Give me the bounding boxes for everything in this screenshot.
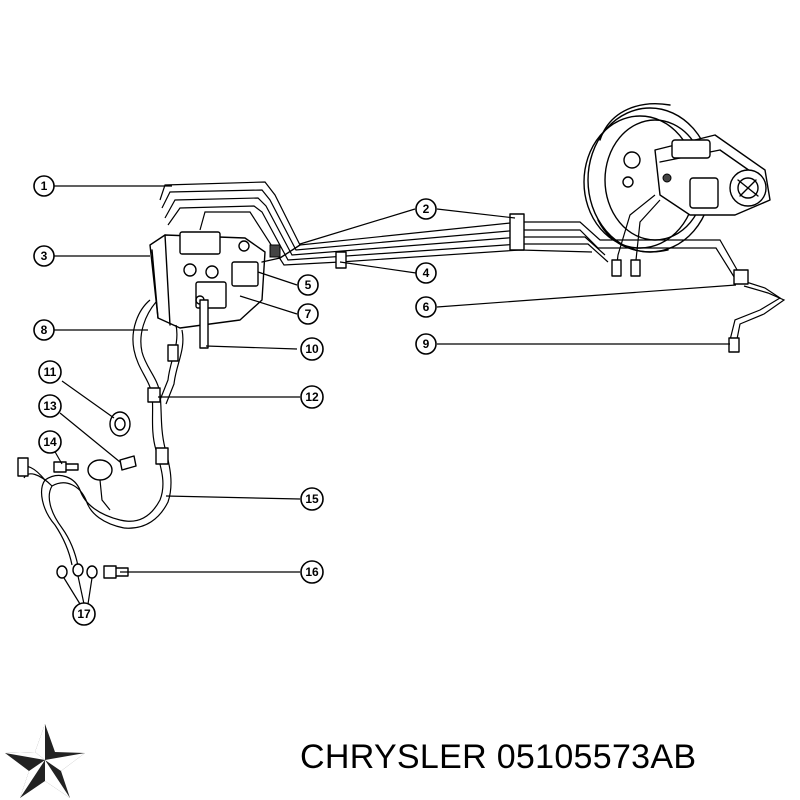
callout-number: 8	[41, 323, 48, 337]
callout-9: 9	[415, 333, 437, 355]
tube-clip	[509, 213, 525, 251]
callout-8: 8	[33, 319, 55, 341]
callout-number: 15	[305, 492, 319, 506]
part-number-label: CHRYSLER 05105573AB	[300, 738, 697, 776]
callout-12: 12	[300, 385, 324, 409]
grommet-11	[109, 411, 131, 437]
fitting	[611, 259, 622, 277]
callout-number: 5	[305, 278, 312, 292]
callout-number: 16	[305, 565, 319, 579]
master-cylinder	[654, 134, 771, 216]
tube-clip	[335, 251, 347, 269]
callout-6: 6	[415, 296, 437, 318]
callout-number: 4	[423, 266, 430, 280]
tube-fitting	[728, 337, 740, 353]
callout-number: 10	[305, 342, 319, 356]
nuts-17	[56, 563, 98, 579]
callout-13: 13	[38, 394, 62, 418]
callout-number: 6	[423, 300, 430, 314]
fitting	[630, 259, 641, 277]
callout-number: 17	[77, 607, 91, 621]
callout-7: 7	[297, 303, 319, 325]
harness-clip	[167, 344, 179, 362]
callout-4: 4	[415, 262, 437, 284]
callout-number: 13	[43, 399, 57, 413]
brake-tube-bundle	[159, 181, 786, 353]
bolt-14	[53, 461, 79, 473]
callout-number: 7	[305, 307, 312, 321]
bolt-16	[103, 565, 129, 579]
sensor-connector	[17, 457, 29, 477]
callout-number: 12	[305, 390, 319, 404]
callout-16: 16	[300, 560, 324, 584]
chrysler-pentastar-icon	[5, 724, 85, 798]
callout-14: 14	[38, 430, 62, 454]
callout-number: 3	[41, 249, 48, 263]
callout-1: 1	[33, 175, 55, 197]
callout-number: 11	[44, 365, 57, 379]
tube-clip	[733, 269, 749, 285]
callout-10: 10	[300, 337, 324, 361]
sensor-harness	[17, 299, 184, 567]
callout-17: 17	[72, 602, 96, 626]
harness-clip	[155, 447, 169, 465]
callout-number: 2	[423, 202, 430, 216]
callout-number: 1	[41, 179, 48, 193]
harness-clip	[147, 387, 161, 403]
callout-3: 3	[33, 245, 55, 267]
callout-number: 14	[43, 435, 57, 449]
clip-13	[119, 455, 137, 471]
callout-15: 15	[300, 487, 324, 511]
callout-11: 11	[38, 360, 62, 384]
callout-5: 5	[297, 274, 319, 296]
callout-2: 2	[415, 198, 437, 220]
callout-number: 9	[423, 337, 430, 351]
leader-lines	[53, 185, 737, 605]
abs-module	[149, 231, 301, 349]
